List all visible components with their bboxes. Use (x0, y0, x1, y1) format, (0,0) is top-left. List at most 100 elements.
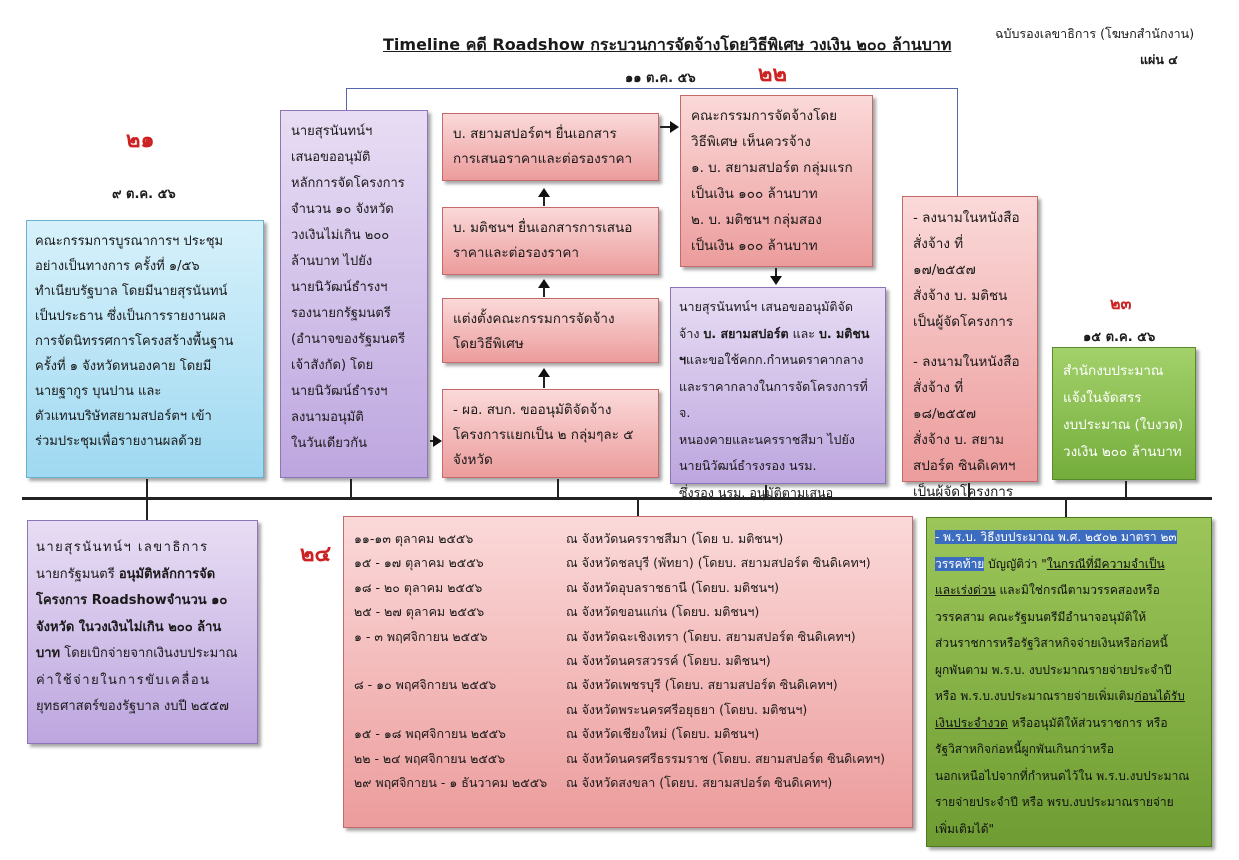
text: และมิใช่กรณีตามวรรคสองหรือ (995, 583, 1160, 597)
schedule-place: ณ จังหวัดเชียงใหม่ (โดยบ. มติชนฯ) (566, 726, 760, 742)
box-line: ๑. บ. สยามสปอร์ต กลุ่มแรก (691, 160, 853, 176)
schedule-body: ๑๑-๑๓ ตุลาคม ๒๕๕๖ณ จังหวัดนครราชสีมา (โด… (354, 527, 885, 795)
timeline-tick (637, 500, 639, 516)
box-line: เป็นเงิน ๑๐๐ ล้านบาท (691, 238, 818, 254)
schedule-row: ๘ - ๑๐ พฤศจิกายน ๒๕๕๖ณ จังหวัดเพชรบุรี (… (354, 673, 885, 697)
appoint-committee-box: แต่งตั้งคณะกรรมการจัดจ้าง โดยวิธีพิเศษ (442, 298, 659, 363)
text: อนุมัติหลักการจัด (118, 566, 216, 582)
box-line: สั่งจ้าง ที่ ๑๘/๒๕๕๗ (913, 380, 977, 422)
timeline-tick (557, 479, 559, 497)
matichon-name: บ. มติชน (819, 325, 870, 341)
top-connector-left (346, 88, 347, 110)
top-date: ๑๑ ต.ค. ๕๖ (625, 71, 696, 86)
schedule-date: ๑ - ๓ พฤศจิกายน ๒๕๕๖ (354, 628, 488, 644)
box-line: เจ้าสังกัด) โดย (291, 358, 374, 373)
box-line: วิธีพิเศษ เห็นควรจ้าง (691, 134, 811, 150)
text: หรือ พ.ร.บ.งบประมาณรายจ่ายเพิ่มเติม (935, 689, 1135, 703)
schedule-place: ณ จังหวัดนครสวรรค์ (โดยบ. มติชนฯ) (566, 653, 771, 669)
box-line: - ลงนามในหนังสือ (913, 354, 1020, 370)
step-22-number: ๒๒ (758, 62, 788, 87)
box-line: จำนวน ๑๐ จังหวัด (291, 202, 394, 217)
box-line: ยุทธศาสตร์ของรัฐบาล งบปี ๒๕๕๗ (36, 699, 229, 714)
text: บัญญัติว่า " (984, 556, 1047, 571)
box-line: งบประมาณ (ใบงวด) (1063, 417, 1184, 433)
schedule-date: ๑๘ - ๒๐ ตุลาคม ๒๕๕๖ (354, 579, 483, 595)
box-line: โดยวิธีพิเศษ (453, 336, 524, 352)
schedule-place: ณ จังหวัดอุบลราชธานี (โดยบ. มติชนฯ) (566, 579, 780, 595)
box-line: จังหวัด ในวงเงินไม่เกิน ๒๐๐ ล้าน (36, 619, 222, 635)
underlined-text: ในกรณีที่มีความจำเป็น (1046, 556, 1165, 571)
arrow-right-icon (670, 121, 679, 133)
text: โดยเบิกจ่ายจากเงินงบประมาณ (60, 646, 238, 661)
box-line: เป็นเงิน ๑๐๐ ล้านบาท (691, 186, 818, 202)
step-21-date: ๙ ต.ค. ๕๖ (112, 187, 176, 202)
box-line: นายสุรนันทน์ฯ เลขาธิการ (36, 540, 209, 555)
schedule-date: ๒๒ - ๒๔ พฤศจิกายน ๒๕๕๖ (354, 750, 506, 766)
box-line: ๒. บ. มติชนฯ กลุ่มสอง (691, 212, 822, 228)
top-connector (346, 88, 958, 89)
box-line: นายนิวัฒน์ธำรงฯ (291, 384, 388, 399)
box-line: หนองคายและนครราชสีมา ไปยัง (679, 431, 855, 447)
schedule-date: ๑๕ - ๑๗ ตุลาคม ๒๕๕๖ (354, 555, 484, 571)
schedule-row: ๑๕ - ๑๗ ตุลาคม ๒๕๕๖ณ จังหวัดชลบุรี (พัทย… (354, 551, 885, 575)
timeline-tick (350, 479, 352, 497)
step-23-date: ๑๕ ต.ค. ๕๖ (1083, 330, 1156, 345)
page-title: Timeline คดี Roadshow กระบวนการจัดจ้างโด… (383, 35, 952, 54)
arrow-stem (543, 287, 545, 297)
box-line: ลงนามอนุมัติ (291, 410, 364, 425)
schedule-date: ๑๑-๑๓ ตุลาคม ๒๕๕๖ (354, 531, 474, 546)
schedule-row: ณ จังหวัดพระนครศรีอยุธยา (โดยบ. มติชนฯ) (354, 698, 885, 722)
box-line: สำนักงบประมาณ (1063, 363, 1164, 379)
underlined-text: เงินประจำงวด (935, 715, 1008, 730)
version-label: ฉบับรองเลขาธิการ (โฆษกสำนักงาน) (995, 26, 1195, 41)
siamsport-name: บ. สยามสปอร์ต (703, 325, 789, 341)
box-line: เพิ่มเติมได้" (935, 821, 995, 836)
box-line: แจ้งในจัดสรร (1063, 390, 1142, 406)
arrow-up-icon (538, 279, 550, 288)
box-line: เป็นประธาน ซึ่งเป็นการรายงานผล (35, 309, 226, 324)
box-line: ในวันเดียวกัน (291, 436, 367, 451)
box-line: และเร่งด่วน และมิใช่กรณีตามวรรคสองหรือ (935, 577, 1203, 604)
text: ฯ (679, 352, 687, 367)
box-line: - ผอ. สบก. ขออนุมัติจัดจ้าง (453, 402, 612, 418)
schedule-row: ๑๘ - ๒๐ ตุลาคม ๒๕๕๖ ณ จังหวัดอุบลราชธานี … (354, 576, 885, 600)
box-line (913, 335, 1027, 349)
box-line: โครงการแยกเป็น ๒ กลุ่มๆละ ๕ (453, 427, 634, 443)
underlined-text: ก่อนได้รับ (1134, 689, 1185, 703)
timeline-axis (22, 497, 1212, 500)
box-line: แต่งตั้งคณะกรรมการจัดจ้าง (453, 311, 615, 327)
text: และขอใช้คกก.กำหนดราคากลาง (686, 352, 864, 367)
roadshow-schedule-box: ๑๑-๑๓ ตุลาคม ๒๕๕๖ณ จังหวัดนครราชสีมา (โด… (343, 516, 913, 828)
box-line: ส่วนราชการหรือรัฐวิสาหกิจจ่ายเงินหรือก่อ… (935, 636, 1168, 650)
schedule-date: ๘ - ๑๐ พฤศจิกายน ๒๕๕๖ (354, 677, 497, 693)
budget-law-box: - พ.ร.บ. วิธีงบประมาณ พ.ศ. ๒๕๐๒ มาตรา ๒๓… (926, 517, 1212, 847)
underlined-text: และเร่งด่วน (935, 583, 996, 597)
schedule-row: ๒๒ - ๒๔ พฤศจิกายน ๒๕๕๖ณ จังหวัดนครศรีธรร… (354, 747, 885, 771)
arrow-stem (430, 440, 434, 442)
box-line: คณะกรรมการจัดจ้างโดย (691, 108, 838, 124)
box-line: จ้าง บ. สยามสปอร์ต และ บ. มติชน (679, 321, 877, 348)
box-line: ฯและขอใช้คกก.กำหนดราคากลาง (679, 347, 877, 374)
law-highlight: วรรคท้าย (935, 556, 985, 571)
propose-principle-box: นายสุรนันทน์ฯ เสนอขออนุมัติ หลักการจัดโค… (280, 110, 428, 478)
schedule-place: ณ จังหวัดขอนแก่น (โดยบ. มติชนฯ) (566, 604, 760, 620)
timeline-tick (1065, 500, 1067, 518)
box-line: - พ.ร.บ. วิธีงบประมาณ พ.ศ. ๒๕๐๒ มาตรา ๒๓ (935, 524, 1203, 551)
step-21-number: ๒๑ (126, 128, 155, 153)
sheet-label: แผ่น ๔ (1140, 52, 1178, 67)
box-line: เงินประจำงวด หรืออนุมัติให้ส่วนราชการ หร… (935, 710, 1203, 737)
sign-orders-box: - ลงนามในหนังสือ สั่งจ้าง ที่ ๑๗/๒๕๕๗ สั… (902, 196, 1038, 500)
box-line: การเสนอราคาและต่อรองราคา (453, 151, 633, 167)
arrow-down-icon (770, 276, 782, 285)
schedule-place: ณ จังหวัดพระนครศรีอยุธยา (โดยบ. มติชนฯ) (566, 701, 808, 717)
box-line: รองนายกรัฐมนตรี (291, 306, 391, 321)
timeline-tick (146, 500, 148, 520)
box-line: วรรคสาม คณะรัฐมนตรีมีอำนาจอนุมัติให้ (935, 609, 1147, 624)
box-line: (อำนาจของรัฐมนตรี (291, 332, 406, 347)
propose-hire-box: นายสุรนันทน์ฯ เสนอขออนุมัติจัด จ้าง บ. ส… (670, 287, 886, 500)
box-line: และราคากลางในการจัดโครงการที่จ. (679, 378, 868, 421)
box-line: โครงการ Roadshowจำนวน ๑๐ (36, 593, 228, 608)
box-line: การจัดนิทรรศการโครงสร้างพื้นฐาน (35, 334, 234, 349)
box-line: ค่าใช้จ่ายในการขับเคลื่อน (36, 672, 211, 688)
schedule-row: ๒๕ - ๒๗ ตุลาคม ๒๕๕๖ณ จังหวัดขอนแก่น (โดย… (354, 600, 885, 624)
